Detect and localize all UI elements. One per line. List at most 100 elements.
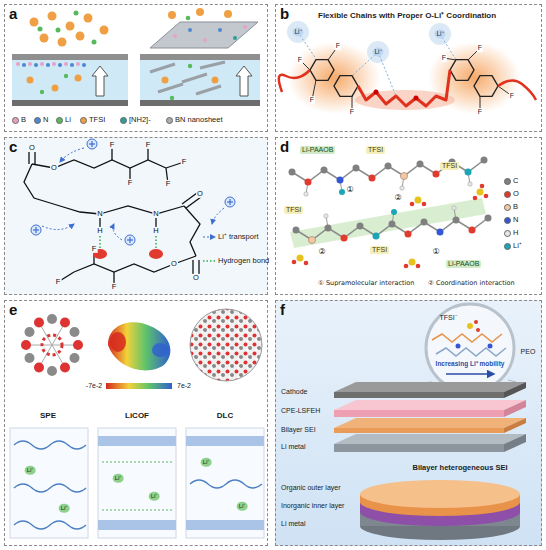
note-text: ② Coordination interaction bbox=[428, 280, 515, 287]
layer-label: Li metal bbox=[281, 443, 306, 451]
legend-text: Hydrogen bond bbox=[218, 256, 269, 265]
legend-item: B bbox=[504, 202, 518, 212]
atom-label: F bbox=[127, 179, 134, 187]
atom-label: F bbox=[109, 141, 116, 149]
legend-item: B bbox=[12, 115, 26, 125]
atom-label: H bbox=[96, 227, 103, 235]
molecule-tag: TFSI bbox=[284, 206, 303, 214]
legend-item: H bbox=[504, 228, 518, 238]
layer-label: Inorganic inner layer bbox=[281, 502, 344, 510]
molecule-tag: Li-PAAOB bbox=[300, 146, 335, 154]
legend-item: Hydrogen bond bbox=[218, 256, 269, 266]
legend-text: C bbox=[513, 176, 518, 185]
legend-text: Li⁺ bbox=[513, 241, 522, 250]
molecule-tag: TFSI bbox=[440, 162, 459, 170]
legend-swatch bbox=[504, 204, 511, 211]
layer-label: CPE-LSFEH bbox=[281, 407, 320, 415]
ion-label: Li⁺ bbox=[201, 458, 212, 467]
atom-label: O bbox=[170, 260, 178, 268]
legend-swatch bbox=[166, 117, 173, 124]
legend-item: N bbox=[504, 215, 518, 225]
legend-text: N bbox=[513, 215, 518, 224]
ion-label: Li⁺ bbox=[237, 502, 248, 511]
layer-label: Organic outer layer bbox=[281, 484, 341, 492]
atom-label: F bbox=[297, 56, 303, 64]
legend-swatch bbox=[34, 117, 41, 124]
atom-label: F bbox=[477, 108, 483, 116]
legend-swatch bbox=[504, 191, 511, 198]
callout-number: ② bbox=[318, 248, 325, 257]
atom-label: F bbox=[165, 180, 172, 188]
atom-label: F bbox=[335, 42, 341, 50]
callout-number: ② bbox=[394, 194, 401, 203]
panel-frame: d bbox=[275, 137, 542, 295]
callout-number: ① bbox=[432, 248, 439, 257]
layer-label: Bilayer SEI bbox=[281, 426, 316, 434]
panel-letter: c bbox=[9, 139, 17, 154]
callout-text: Bilayer heterogeneous SEI bbox=[412, 464, 507, 472]
part-label: PEO bbox=[521, 348, 536, 356]
scheme-label: DLC bbox=[217, 412, 233, 421]
legend-text: O bbox=[513, 189, 519, 198]
ion-label: Li⁺ bbox=[59, 504, 70, 513]
molecule-tag: Li-PAAOB bbox=[446, 260, 481, 268]
legend-item: Li bbox=[56, 115, 71, 125]
legend-text: Li bbox=[65, 115, 71, 124]
atom-label: O bbox=[192, 274, 200, 282]
legend-swatch bbox=[80, 117, 87, 124]
atom-label: H bbox=[152, 227, 159, 235]
callout-text: Increasing Li⁺ mobility bbox=[436, 360, 505, 367]
scale-value: 7e-2 bbox=[177, 382, 191, 390]
legend-item: [NH2]- bbox=[120, 115, 151, 125]
legend-swatch bbox=[120, 117, 127, 124]
legend-text: Li⁺ transport bbox=[218, 232, 259, 241]
legend-text: B bbox=[513, 202, 518, 211]
molecule-tag: TFSI bbox=[370, 246, 389, 254]
panel-frame: b bbox=[275, 4, 542, 132]
legend-text: H bbox=[513, 228, 518, 237]
legend-text: [NH2]- bbox=[129, 115, 151, 124]
atom-label: F bbox=[509, 92, 515, 100]
atom-label: F bbox=[91, 245, 98, 253]
panel-letter: e bbox=[9, 302, 17, 317]
panel-frame: c bbox=[4, 137, 268, 295]
part-label: TFSI⁻ bbox=[439, 314, 456, 322]
legend-swatch bbox=[504, 230, 511, 237]
note-text: ① Supramolecular interaction bbox=[318, 280, 414, 287]
legend-item: TFSI bbox=[80, 115, 105, 125]
atom-label: F bbox=[349, 108, 355, 116]
ion-label: Li⁺ bbox=[149, 492, 160, 501]
atom-label: F bbox=[181, 158, 188, 166]
atom-label: F bbox=[145, 141, 152, 149]
atom-label: F bbox=[477, 44, 483, 52]
legend-item: O bbox=[504, 189, 519, 199]
panel-heading: Flexible Chains with Proper O-Li⁺ Coordi… bbox=[318, 12, 496, 21]
legend-swatch bbox=[504, 178, 511, 185]
panel-letter: f bbox=[280, 302, 285, 317]
panel-frame: a bbox=[4, 4, 268, 132]
atom-label: F bbox=[309, 96, 315, 104]
scheme-label: SPE bbox=[40, 412, 56, 421]
ion-label: Li⁺ bbox=[25, 466, 36, 475]
atom-label: O bbox=[50, 164, 58, 172]
legend-text: B bbox=[21, 115, 26, 124]
atom-label: F bbox=[111, 283, 118, 291]
legend-swatch bbox=[56, 117, 63, 124]
legend-text: BN nanosheet bbox=[175, 115, 223, 124]
panel-letter: b bbox=[280, 6, 289, 21]
atom-label: N bbox=[152, 210, 159, 218]
layer-label: Cathode bbox=[281, 388, 307, 396]
legend-item: Li⁺ transport bbox=[218, 232, 259, 242]
panel-letter: d bbox=[280, 139, 289, 154]
atom-label: O bbox=[28, 144, 36, 152]
atom-label: F bbox=[55, 278, 62, 286]
ion-label: Li⁺ bbox=[113, 474, 124, 483]
atom-label: O bbox=[196, 190, 204, 198]
scheme-label: LiCOF bbox=[125, 412, 149, 421]
callout-number: ① bbox=[346, 186, 353, 195]
panel-frame: e bbox=[4, 300, 268, 546]
legend-item: N bbox=[34, 115, 48, 125]
legend-item: C bbox=[504, 176, 518, 186]
legend-text: N bbox=[43, 115, 48, 124]
legend-item: Li⁺ bbox=[504, 241, 522, 251]
